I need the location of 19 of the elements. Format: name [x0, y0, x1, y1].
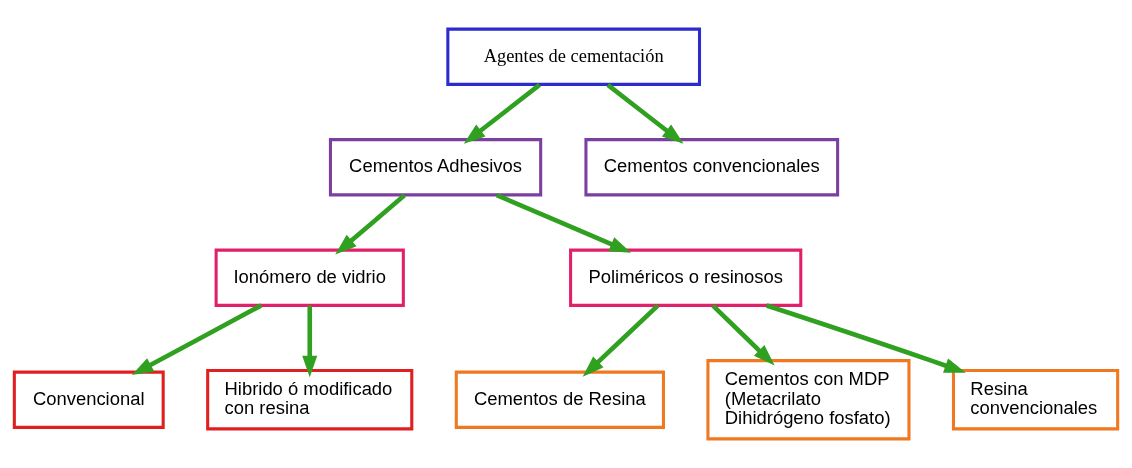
arrow	[302, 305, 318, 378]
node-box: Cementos Adhesivos	[328, 138, 543, 197]
node-box: Resina convencionales	[951, 369, 1120, 431]
arrow	[765, 303, 966, 373]
node-box: Cementos convencionales	[584, 138, 840, 197]
arrow	[582, 304, 660, 377]
arrow	[711, 304, 775, 366]
node-box: Agentes de cementación	[446, 27, 702, 86]
arrow	[463, 83, 541, 144]
node-box: Cementos con MDP (Metacrilato Dihidrógeno fosfato)	[706, 359, 911, 441]
arrow	[606, 83, 684, 144]
node-box: Cementos de Resina	[454, 370, 665, 429]
node-box: Convencional	[12, 370, 165, 429]
arrow	[335, 193, 406, 255]
node-box: Poliméricos o resinosos	[569, 248, 803, 307]
node-box: Hibrido ó modificado con resina	[206, 369, 414, 431]
arrow	[131, 303, 263, 376]
arrow	[495, 192, 632, 253]
node-box: Ionómero de vidrio	[214, 248, 405, 307]
